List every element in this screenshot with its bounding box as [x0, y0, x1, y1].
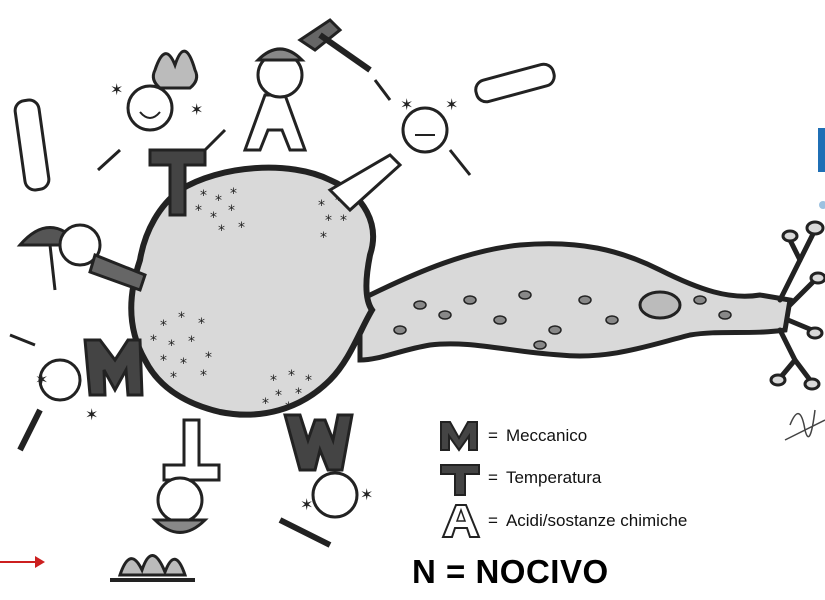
svg-text:*: * — [238, 220, 245, 236]
svg-text:*: * — [178, 310, 185, 326]
svg-text:✶: ✶ — [85, 407, 98, 424]
legend-equals: = — [488, 511, 498, 531]
svg-text:✶: ✶ — [360, 487, 373, 504]
svg-text:*: * — [180, 356, 187, 372]
svg-text:*: * — [230, 186, 237, 202]
svg-text:*: * — [210, 210, 217, 226]
legend-row-mechanical: = Meccanico — [484, 426, 587, 446]
svg-text:*: * — [318, 198, 325, 214]
red-arrow — [0, 556, 45, 568]
temperature-figure-bottom — [110, 420, 219, 580]
mechanical-figure-left: ✶ ✶ — [10, 335, 142, 450]
legend-equals: = — [488, 426, 498, 446]
legend-label-acidi: Acidi/sostanze chimiche — [506, 511, 687, 531]
svg-text:*: * — [270, 373, 277, 389]
svg-text:✶: ✶ — [110, 82, 123, 99]
svg-text:*: * — [150, 333, 157, 349]
svg-text:*: * — [215, 193, 222, 209]
svg-text:*: * — [160, 353, 167, 369]
svg-text:*: * — [288, 368, 295, 384]
svg-text:✶: ✶ — [300, 497, 313, 514]
legend-icon-M — [441, 422, 477, 450]
svg-text:✶: ✶ — [445, 97, 458, 114]
svg-text:✶: ✶ — [190, 102, 203, 119]
svg-text:*: * — [305, 373, 312, 389]
svg-text:*: * — [262, 396, 269, 412]
legend-equals: = — [488, 468, 498, 488]
svg-text:*: * — [205, 350, 212, 366]
logo-fragment — [818, 128, 825, 209]
svg-text:*: * — [170, 370, 177, 386]
svg-text:*: * — [198, 316, 205, 332]
legend-label-temperatura: Temperatura — [506, 468, 601, 488]
footer-title: N = NOCIVO — [412, 553, 609, 591]
svg-text:*: * — [325, 213, 332, 229]
neuron-axon — [360, 222, 825, 389]
acid-figure-left — [14, 99, 145, 290]
svg-text:*: * — [320, 230, 327, 246]
svg-text:*: * — [200, 368, 207, 384]
mechanical-figure-top — [245, 20, 370, 150]
svg-text:*: * — [200, 188, 207, 204]
legend-label-meccanico: Meccanico — [506, 426, 587, 446]
acid-figure-right: ✶ ✶ — [330, 62, 556, 210]
neuron-cell-body: *** *** ** *** ** *** *** *** ** *** ***… — [131, 168, 373, 416]
legend-row-temperature: = Temperatura — [484, 468, 601, 488]
svg-text:*: * — [195, 203, 202, 219]
mechanical-figure-bottom: ✶ ✶ — [280, 415, 373, 545]
svg-text:✶: ✶ — [35, 372, 48, 389]
svg-text:*: * — [218, 223, 225, 239]
legend-row-acid: = Acidi/sostanze chimiche — [484, 511, 687, 531]
svg-text:*: * — [160, 318, 167, 334]
legend-icon-A — [443, 505, 479, 537]
svg-text:*: * — [295, 386, 302, 402]
svg-text:*: * — [340, 213, 347, 229]
svg-text:*: * — [228, 203, 235, 219]
svg-text:*: * — [275, 388, 282, 404]
svg-text:*: * — [168, 338, 175, 354]
svg-text:✶: ✶ — [400, 97, 413, 114]
legend-icon-T — [441, 465, 479, 495]
svg-text:*: * — [188, 334, 195, 350]
signature — [785, 410, 825, 440]
